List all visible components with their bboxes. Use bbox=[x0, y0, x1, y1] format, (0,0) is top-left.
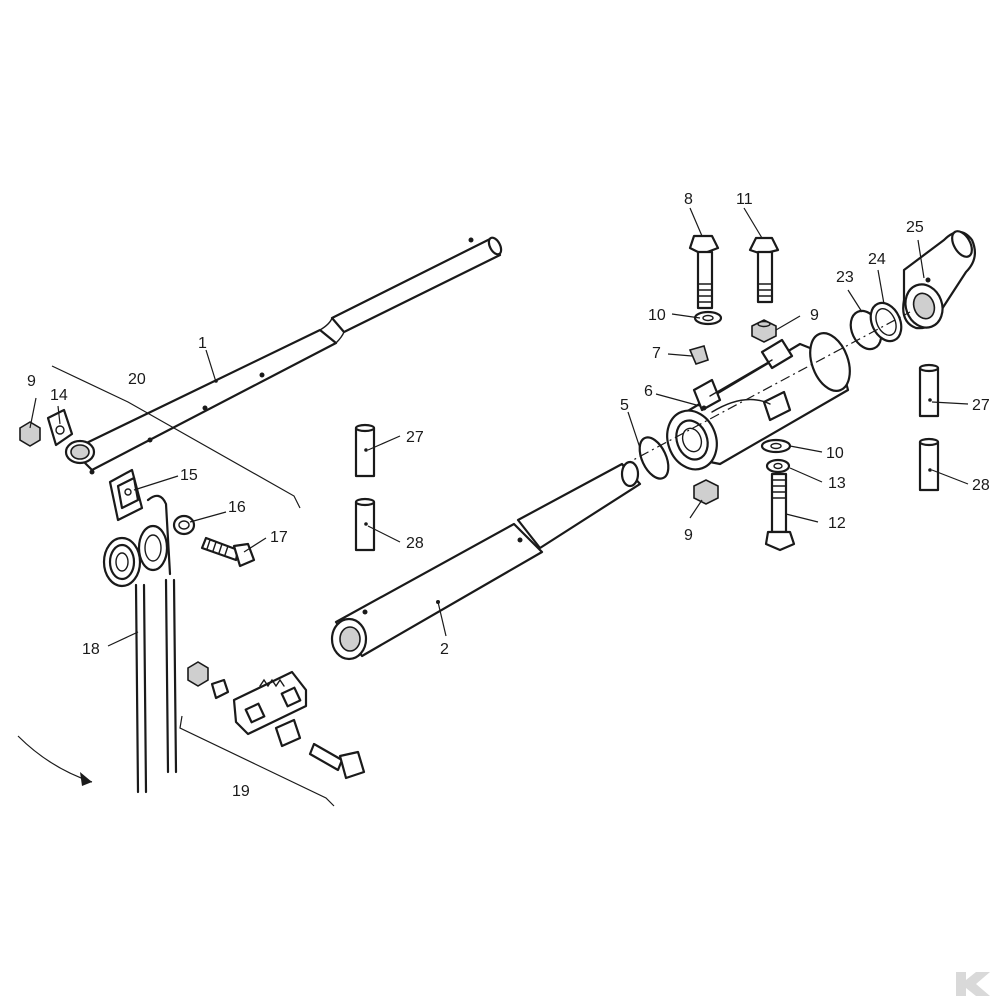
callout-7: 7 bbox=[652, 345, 661, 362]
callout-10-lower: 10 bbox=[826, 445, 844, 462]
callout-2: 2 bbox=[440, 641, 449, 658]
callout-17: 17 bbox=[270, 529, 288, 546]
part-5-ring bbox=[638, 436, 670, 480]
callout-9-left: 9 bbox=[27, 373, 36, 390]
part-15-bracket bbox=[108, 468, 144, 522]
part-10-washer-upper bbox=[693, 310, 723, 326]
callout-15: 15 bbox=[180, 467, 198, 484]
callout-25: 25 bbox=[906, 219, 924, 236]
part-9-nut-lower bbox=[693, 479, 719, 505]
part-11-bolt bbox=[748, 236, 780, 304]
callout-18: 18 bbox=[82, 641, 100, 658]
part-27-pin-right bbox=[918, 363, 940, 418]
part-9-nut-left bbox=[19, 421, 41, 447]
part-19-clamp-assembly bbox=[187, 661, 366, 780]
part-25-crank-arm bbox=[902, 230, 977, 330]
part-8-bolt bbox=[688, 234, 720, 310]
part-24-ring bbox=[869, 301, 903, 343]
callout-6: 6 bbox=[644, 383, 653, 400]
part-1-shaft bbox=[70, 236, 503, 475]
callout-28-middle: 28 bbox=[406, 535, 424, 552]
part-27-pin-middle bbox=[354, 423, 376, 478]
shaft-end-bushing bbox=[64, 439, 96, 465]
callout-9-lower: 9 bbox=[684, 527, 693, 544]
part-16-washer bbox=[172, 514, 196, 536]
callout-28-right: 28 bbox=[972, 477, 990, 494]
leader-lines bbox=[29, 207, 969, 647]
callout-27-middle: 27 bbox=[406, 429, 424, 446]
part-13-washer bbox=[765, 458, 791, 474]
callout-5: 5 bbox=[620, 397, 629, 414]
callout-9-upper: 9 bbox=[810, 307, 819, 324]
part-6-housing bbox=[666, 332, 851, 471]
callout-24: 24 bbox=[868, 251, 886, 268]
k-logo-icon bbox=[956, 972, 990, 996]
callout-23: 23 bbox=[836, 269, 854, 286]
part-28-pin-right bbox=[918, 437, 940, 492]
part-14-bearing-block bbox=[46, 408, 74, 447]
part-7-grease-nipple bbox=[688, 345, 709, 365]
bracket-20 bbox=[51, 365, 301, 509]
callout-19: 19 bbox=[232, 783, 250, 800]
callout-1: 1 bbox=[198, 335, 207, 352]
callout-13: 13 bbox=[828, 475, 846, 492]
assembly-axis bbox=[621, 311, 911, 467]
part-28-pin-middle bbox=[354, 497, 376, 552]
part-9-nut-upper bbox=[751, 319, 777, 343]
callout-labels: 1 2 5 6 7 8 9 9 9 10 10 11 12 13 14 15 1… bbox=[27, 191, 990, 800]
callout-14: 14 bbox=[50, 387, 68, 404]
part-10-washer-lower bbox=[760, 438, 792, 454]
part-2-tube bbox=[330, 460, 642, 661]
callout-8: 8 bbox=[684, 191, 693, 208]
callout-20: 20 bbox=[128, 371, 146, 388]
callout-16: 16 bbox=[228, 499, 246, 516]
bracket-19 bbox=[179, 715, 335, 807]
part-17-bolt bbox=[200, 536, 256, 568]
callout-12: 12 bbox=[828, 515, 846, 532]
callout-10-upper: 10 bbox=[648, 307, 666, 324]
part-12-bolt bbox=[764, 472, 796, 552]
callout-11: 11 bbox=[736, 191, 753, 208]
curved-arrow-icon bbox=[17, 735, 93, 786]
part-18-spring-tine bbox=[102, 494, 178, 794]
callout-27-right: 27 bbox=[972, 397, 990, 414]
